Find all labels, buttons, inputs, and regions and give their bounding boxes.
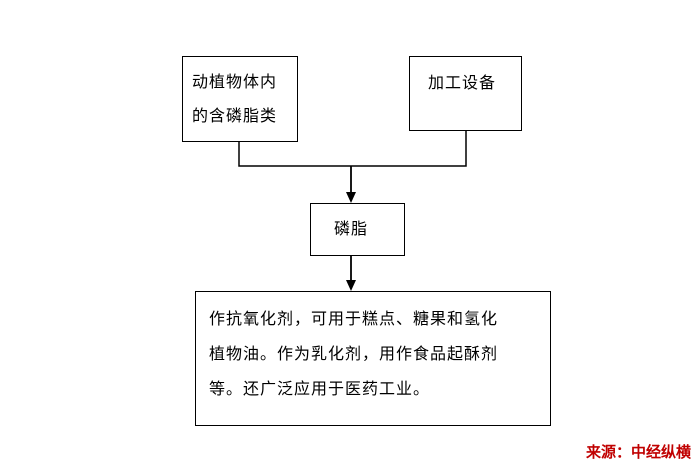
- phospholipid-box: 磷脂: [310, 203, 405, 256]
- uses-line-1: 作抗氧化剂，可用于糕点、糖果和氢化: [209, 309, 499, 328]
- uses-box: 作抗氧化剂，可用于糕点、糖果和氢化 植物油。作为乳化剂，用作食品起酥剂 等。还广…: [195, 291, 551, 426]
- source-credit: 来源：中经纵横: [586, 441, 691, 462]
- phospholipid-label: 磷脂: [334, 219, 369, 238]
- source-line-1: 动植物体内: [192, 72, 278, 91]
- equipment-label: 加工设备: [428, 73, 497, 92]
- source-line-2: 的含磷脂类: [192, 106, 278, 125]
- source-credit-name: 中经纵横: [630, 443, 691, 461]
- arrowhead-down-icon: [346, 192, 356, 203]
- source-credit-label: 来源：: [585, 443, 631, 461]
- equipment-box: 加工设备: [409, 56, 522, 131]
- arrowhead-down-icon: [346, 280, 356, 291]
- source-box: 动植物体内 的含磷脂类: [182, 56, 298, 142]
- uses-line-2: 植物油。作为乳化剂，用作食品起酥剂: [209, 344, 499, 363]
- connector-source-to-merge: [238, 141, 351, 167]
- uses-line-3: 等。还广泛应用于医药工业。: [209, 379, 431, 398]
- connector-equipment-to-merge: [351, 130, 467, 167]
